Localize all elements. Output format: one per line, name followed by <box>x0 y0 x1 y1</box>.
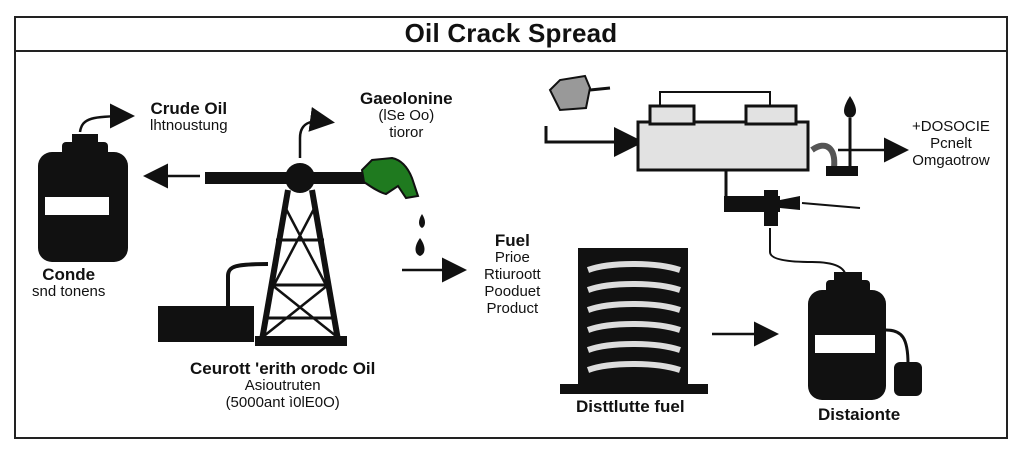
crude-arrow <box>78 103 135 133</box>
crude-oil-title: Crude Oil <box>150 99 228 118</box>
cost-crude-sub1: Asioutruten <box>244 377 321 394</box>
left-oil-can-icon <box>38 134 128 262</box>
cost-crude-sub2: (5000ant ì0lE0O) <box>225 394 340 411</box>
diagram-frame <box>14 16 1008 439</box>
diagram-title: Oil Crack Spread <box>404 17 618 48</box>
fuel-title: Fuel <box>494 231 530 250</box>
gasoline-sub1: (lSe Oo) <box>378 107 435 124</box>
cost-crude-label: Ceurott 'erith orodc Oil Asioutruten (50… <box>190 360 375 411</box>
refinery-label: +DOSOCIE Pcnelt Omgaotrow <box>912 118 990 169</box>
refinery-line3: Omgaotrow <box>912 152 990 169</box>
fuel-line2: Prioe <box>494 249 530 266</box>
fuel-label: Fuel Prioe Rtiuroott Pooduet Product <box>484 232 541 317</box>
title-bar: Oil Crack Spread <box>14 16 1008 52</box>
distalonte-label: Distaionte <box>818 405 901 424</box>
fuel-line5: Product <box>486 300 539 317</box>
refinery-tank-icon <box>544 74 909 196</box>
oil-derrick-icon <box>158 121 365 346</box>
fuel-line3: Rtiuroott <box>484 266 541 283</box>
gasoline-title: Gaeolonine <box>360 89 453 108</box>
crude-oil-sub: lhtnoustung <box>150 117 228 134</box>
fuel-line4: Pooduet <box>484 283 541 300</box>
crude-oil-label: Crude Oil lhtnoustung <box>150 100 228 134</box>
refinery-line1: +DOSOCIE <box>912 118 990 135</box>
conde-sub: snd tonens <box>32 283 106 300</box>
gasoline-label: Gaeolonine (lSe Oo) tioror <box>360 90 453 141</box>
cost-crude-title: Ceurott 'erith orodc Oil <box>190 359 376 378</box>
spray-nozzle-icon <box>724 190 861 279</box>
right-oil-can-icon <box>808 272 922 400</box>
gasoline-sub2: tioror <box>389 124 424 141</box>
refinery-line2: Pcnelt <box>930 135 972 152</box>
distillation-column-icon <box>560 248 708 394</box>
conde-label: Conde snd tonens <box>32 266 105 300</box>
conde-title: Conde <box>42 265 96 284</box>
distillate-fuel-label: Disttlutte fuel <box>576 397 685 416</box>
fuel-nozzle-icon <box>360 156 425 256</box>
